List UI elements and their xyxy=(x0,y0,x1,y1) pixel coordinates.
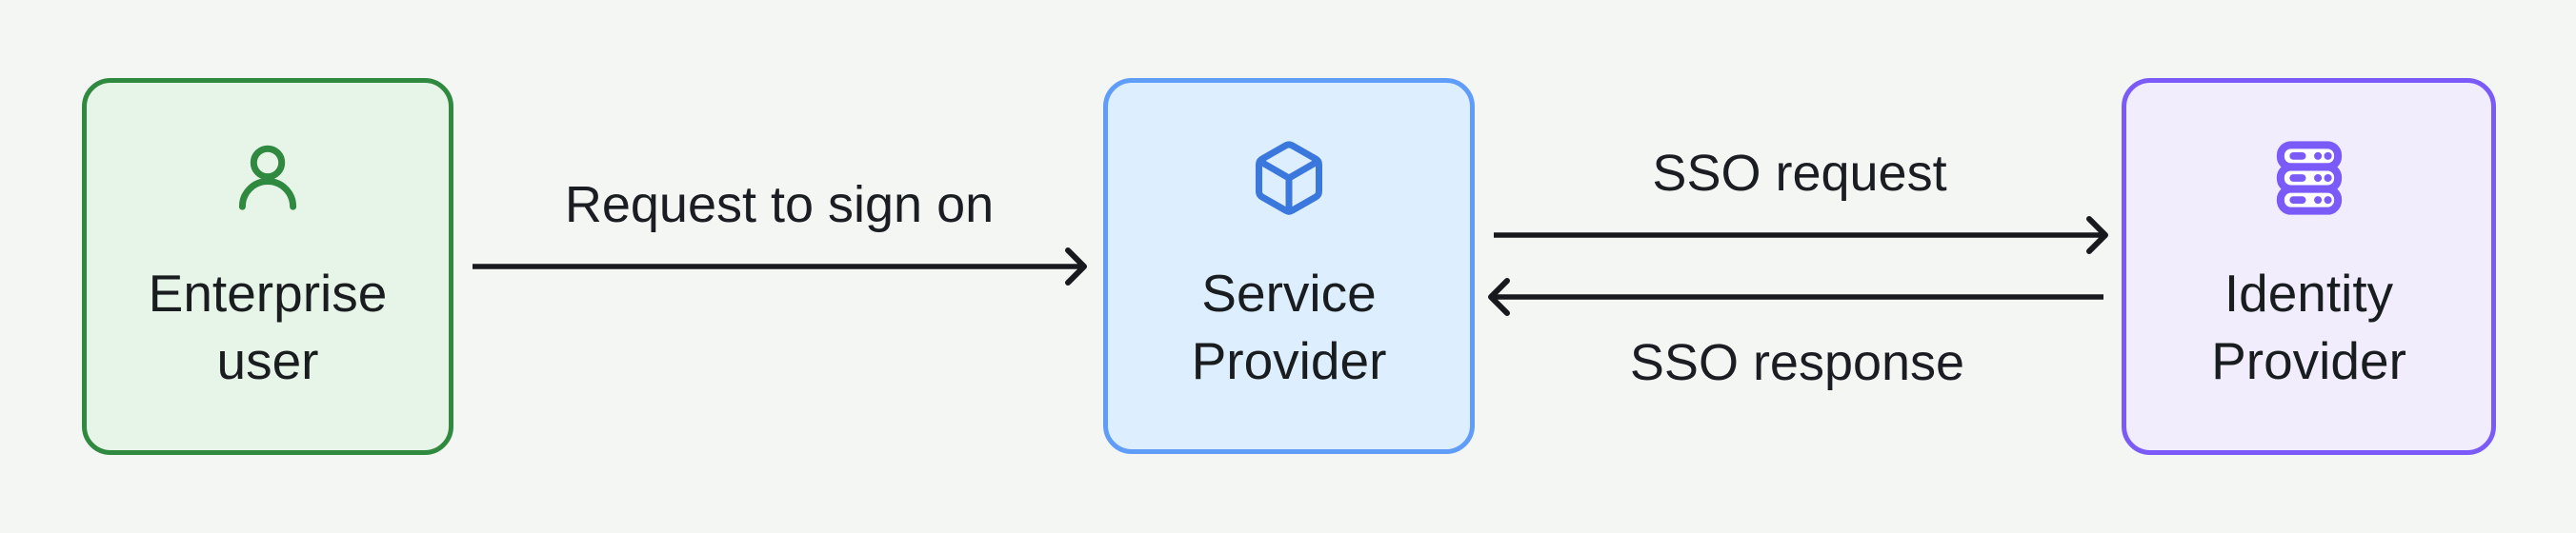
node-service-provider: Service Provider xyxy=(1103,78,1475,454)
node-identity-provider: Identity Provider xyxy=(2122,78,2496,455)
node-label: Identity Provider xyxy=(2211,264,2406,390)
edge-label-sso-response: SSO response xyxy=(1629,334,1965,391)
edge-label-sso-request: SSO request xyxy=(1652,145,1947,202)
node-label: Service Provider xyxy=(1191,263,1387,390)
arrow-request-to-sign-on xyxy=(473,247,1087,286)
arrow-sso-response xyxy=(1488,278,2103,316)
node-enterprise-user: Enterprise user xyxy=(82,78,453,455)
server-icon xyxy=(2276,141,2342,215)
cube-icon xyxy=(1256,141,1322,215)
arrow-sso-request xyxy=(1494,216,2108,254)
node-label: Enterprise user xyxy=(148,264,388,390)
user-icon xyxy=(238,145,297,210)
edge-label-request-to-sign-on: Request to sign on xyxy=(564,176,995,233)
